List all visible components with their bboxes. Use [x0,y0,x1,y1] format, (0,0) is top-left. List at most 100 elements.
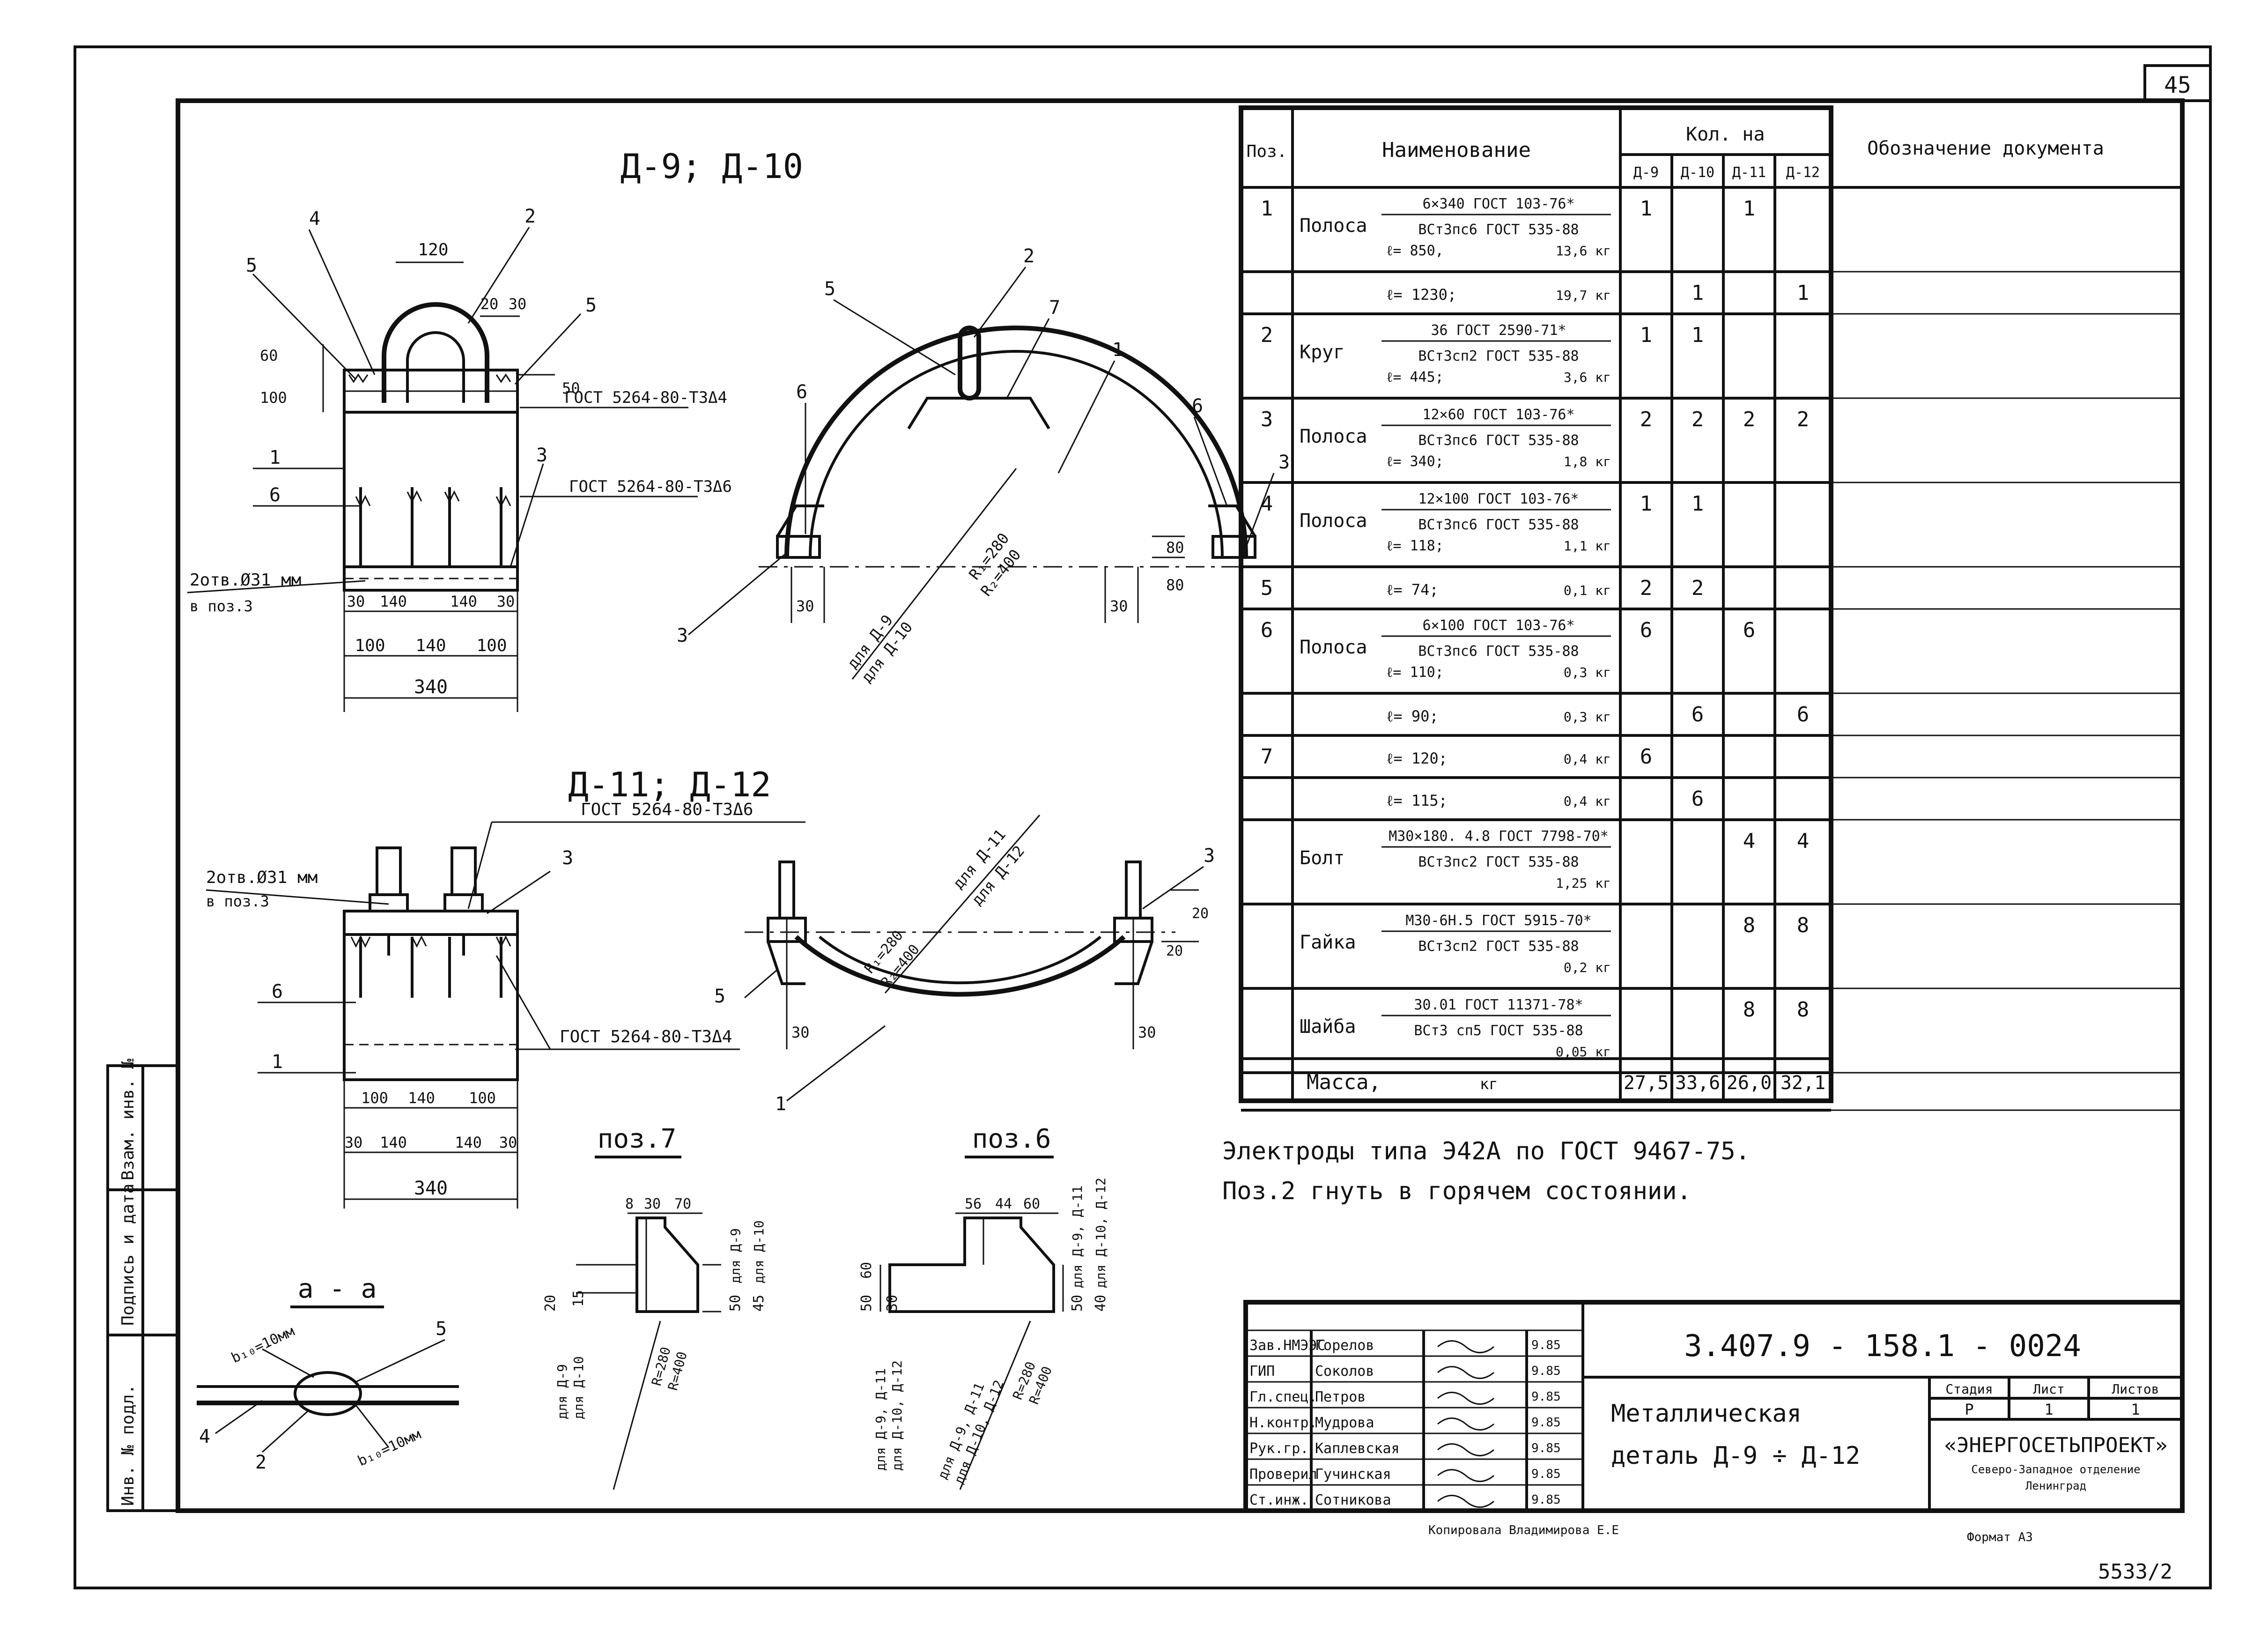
tb-role: Рук.гр. [1249,1440,1308,1457]
d11-holes1: 2отв.Ø31 мм [206,868,318,887]
notes: Электроды типа Э42А по ГОСТ 9467-75. Поз… [1222,1137,1750,1205]
spec-label: Полоса [1300,215,1367,237]
d9-leader-1: 2 [525,206,536,227]
arc-dim-0: 30 [796,597,814,615]
spec-mid: ВСт3пс6 ГОСТ 535-88 [1418,517,1579,533]
section-leader-1: 2 [255,1452,266,1473]
spec-mid: ВСт3пс6 ГОСТ 535-88 [1418,643,1579,660]
spec-mass: 1,1 кг [1564,538,1611,554]
spec-pos: 6 [1261,618,1273,642]
arc-dim-2: 80 [1166,539,1184,556]
title-line2: деталь Д-9 ÷ Д-12 [1611,1442,1860,1470]
arc2-dim-3: 20 [1166,943,1183,959]
pos6-dim-5: 30 [884,1295,901,1312]
d11-dim-0: 100 [361,1089,388,1107]
pos6-dim-4: 60 [858,1262,875,1279]
d9-dim-8: 140 [450,593,477,610]
spec-qty: 1 [1640,197,1653,221]
view-d11-d12-side: Д-11; Д-12 ГОСТ 5264-80-Т3Δ6 ГОСТ 5264-8… [206,765,805,1209]
pos7-dim-2: 70 [674,1196,691,1212]
pos7-lower1: для Д-9 [554,1364,570,1419]
view-d9-d10-side: Д-9; Д-10 [187,147,803,712]
arc-leader-3: 1 [1112,339,1123,361]
d9-leader-4: 1 [269,447,281,468]
tb-person: Соколов [1315,1363,1374,1380]
spec-mass: 0,1 кг [1564,583,1611,598]
stage-value: Р [1965,1401,1973,1418]
mass-unit: кг [1480,1075,1498,1093]
tb-date: 9.85 [1531,1390,1561,1404]
detail-pos6: поз.6 56 44 60 50 60 30 50 40 для Д-9, Д… [858,1124,1109,1490]
d9-dim-6: 30 [347,593,365,610]
spec-qty: 8 [1797,913,1810,937]
copy-note: Копировала Владимирова Е.Е [1428,1523,1619,1537]
pos7-dim-3: 20 [542,1295,559,1312]
spec-length: ℓ= 850, [1386,243,1444,259]
mass-3: 32,1 [1780,1072,1825,1094]
tb-person: Гучинская [1315,1466,1391,1483]
d9-leader-6: 3 [536,445,547,466]
spec-header-qty: Кол. на [1686,124,1765,145]
spec-pos: 2 [1261,323,1273,347]
tb-signature [1437,1392,1494,1405]
pos6-lower1: для Д-9, Д-11 [873,1368,888,1471]
org-sub2: Ленинград [2025,1479,2086,1492]
arc-dim-1: 30 [1110,597,1128,615]
spec-length: ℓ= 1230; [1386,286,1456,304]
side-stamp-text-0: Взам. инв. № [118,1059,138,1180]
tb-signature [1437,1340,1494,1353]
d9-holes1: 2отв.Ø31 мм [190,571,301,590]
sheet-value: 1 [2044,1401,2053,1418]
pos6-for2: для Д-10, Д-12 [1093,1178,1108,1288]
spec-top: 36 ГОСТ 2590-71* [1431,322,1566,339]
d9-dim-3: 50 [562,379,580,397]
d11-dim-1: 140 [408,1089,435,1107]
spec-mass: 0,05 кг [1556,1044,1611,1060]
spec-qty: 2 [1692,408,1704,431]
arc2-leader-2: 1 [775,1093,786,1115]
pos6-for1: для Д-9, Д-11 [1070,1186,1085,1288]
title-line1: Металлическая [1611,1400,1802,1428]
d9-dim-4: 60 [260,347,278,364]
d9-leader-5: 6 [269,484,281,506]
spec-pos: 3 [1261,408,1273,431]
spec-length: ℓ= 90; [1386,707,1439,725]
spec-length: ℓ= 110; [1386,664,1444,681]
spec-mass: 0,3 кг [1564,665,1611,680]
spec-length: ℓ= 120; [1386,749,1448,767]
d9-weld1: ГОСТ 5264-80-Т3Δ4 [564,388,727,407]
spec-col-2: Д-11 [1732,164,1766,181]
view-title-d11-d12: Д-11; Д-12 [568,765,771,804]
pos6-dim-3: 50 [858,1295,875,1312]
tb-date: 9.85 [1531,1467,1561,1481]
spec-qty: 6 [1692,787,1704,811]
tb-date: 9.85 [1531,1416,1561,1430]
view-d9-d10-arc: 5 2 7 1 6 6 3 3 R₁=280 R₂=400 для Д-9 дл… [677,245,1290,686]
d9-holes2: в поз.3 [190,597,253,615]
arc-leader-6: 3 [677,625,688,646]
spec-qty: 2 [1692,576,1704,600]
note-line1: Электроды типа Э42А по ГОСТ 9467-75. [1222,1137,1750,1165]
d9-dim-12: 100 [476,636,507,655]
sheets-header: Листов [2112,1381,2159,1397]
tb-role: Ст.инж. [1249,1492,1308,1508]
d9-leader-0: 4 [309,208,320,230]
tb-role: Гл.спец. [1249,1389,1317,1405]
tb-role: Зав.НМЭЭС [1249,1337,1326,1354]
spec-top: 30.01 ГОСТ 11371-78* [1414,997,1583,1013]
spec-mass: 0,2 кг [1564,960,1611,975]
arc2-leader-1: 5 [714,986,725,1007]
d9-leader-2: 5 [246,255,257,276]
spec-qty: 8 [1743,998,1756,1022]
spec-mid: ВСт3пс6 ГОСТ 535-88 [1418,432,1579,449]
spec-header-pos: Поз. [1247,142,1287,161]
spec-qty: 6 [1640,745,1653,769]
spec-qty: 2 [1743,408,1756,431]
tb-date: 9.85 [1531,1364,1561,1378]
stage-header: Стадия [1945,1381,1993,1397]
spec-top: М30×180. 4.8 ГОСТ 7798-70* [1389,828,1609,845]
spec-label: Болт [1300,847,1345,869]
